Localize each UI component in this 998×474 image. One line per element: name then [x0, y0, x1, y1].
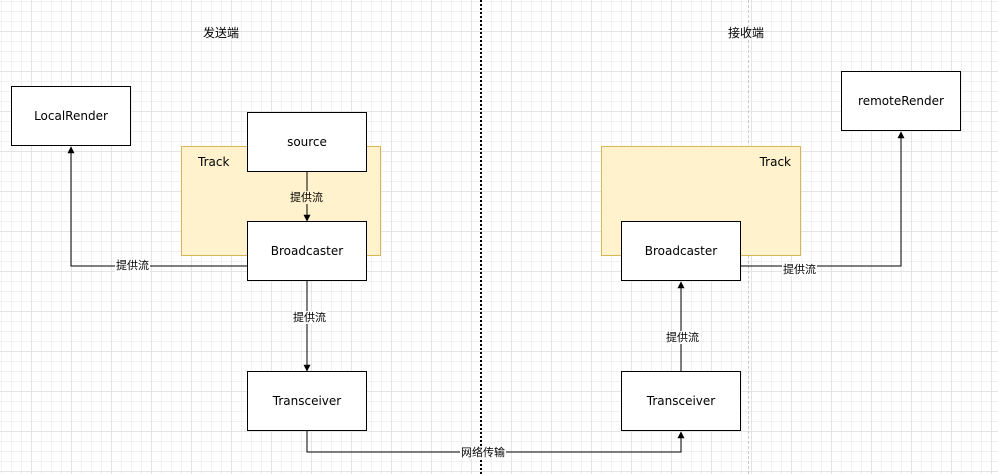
edge-label-broadcaster-to-transceiver: 提供流	[292, 311, 327, 324]
edge-label-broadcaster-to-remoterender: 提供流	[782, 263, 817, 276]
remote-render-node[interactable]: remoteRender	[841, 71, 961, 131]
edge-label-source-to-broadcaster: 提供流	[289, 191, 324, 204]
edge-label-network: 网络传输	[460, 446, 506, 459]
receiver-header: 接收端	[728, 26, 765, 40]
receiver-track-label: Track	[759, 155, 791, 169]
edge-broadcaster-to-remoterender	[741, 131, 905, 267]
sender-header: 发送端	[203, 26, 240, 40]
receiver-broadcaster-node[interactable]: Broadcaster	[621, 221, 741, 281]
source-node[interactable]: source	[247, 112, 367, 172]
edge-label-transceiver-to-broadcaster: 提供流	[665, 331, 700, 344]
local-render-node[interactable]: LocalRender	[11, 86, 131, 146]
receiver-transceiver-node[interactable]: Transceiver	[621, 371, 741, 431]
edge-broadcaster-to-localrender	[67, 146, 247, 267]
sender-broadcaster-node[interactable]: Broadcaster	[247, 221, 367, 281]
sender-track-label: Track	[198, 155, 230, 169]
edge-label-broadcaster-to-localrender: 提供流	[115, 259, 150, 272]
sender-receiver-divider	[480, 0, 482, 474]
sender-transceiver-node[interactable]: Transceiver	[247, 371, 367, 431]
